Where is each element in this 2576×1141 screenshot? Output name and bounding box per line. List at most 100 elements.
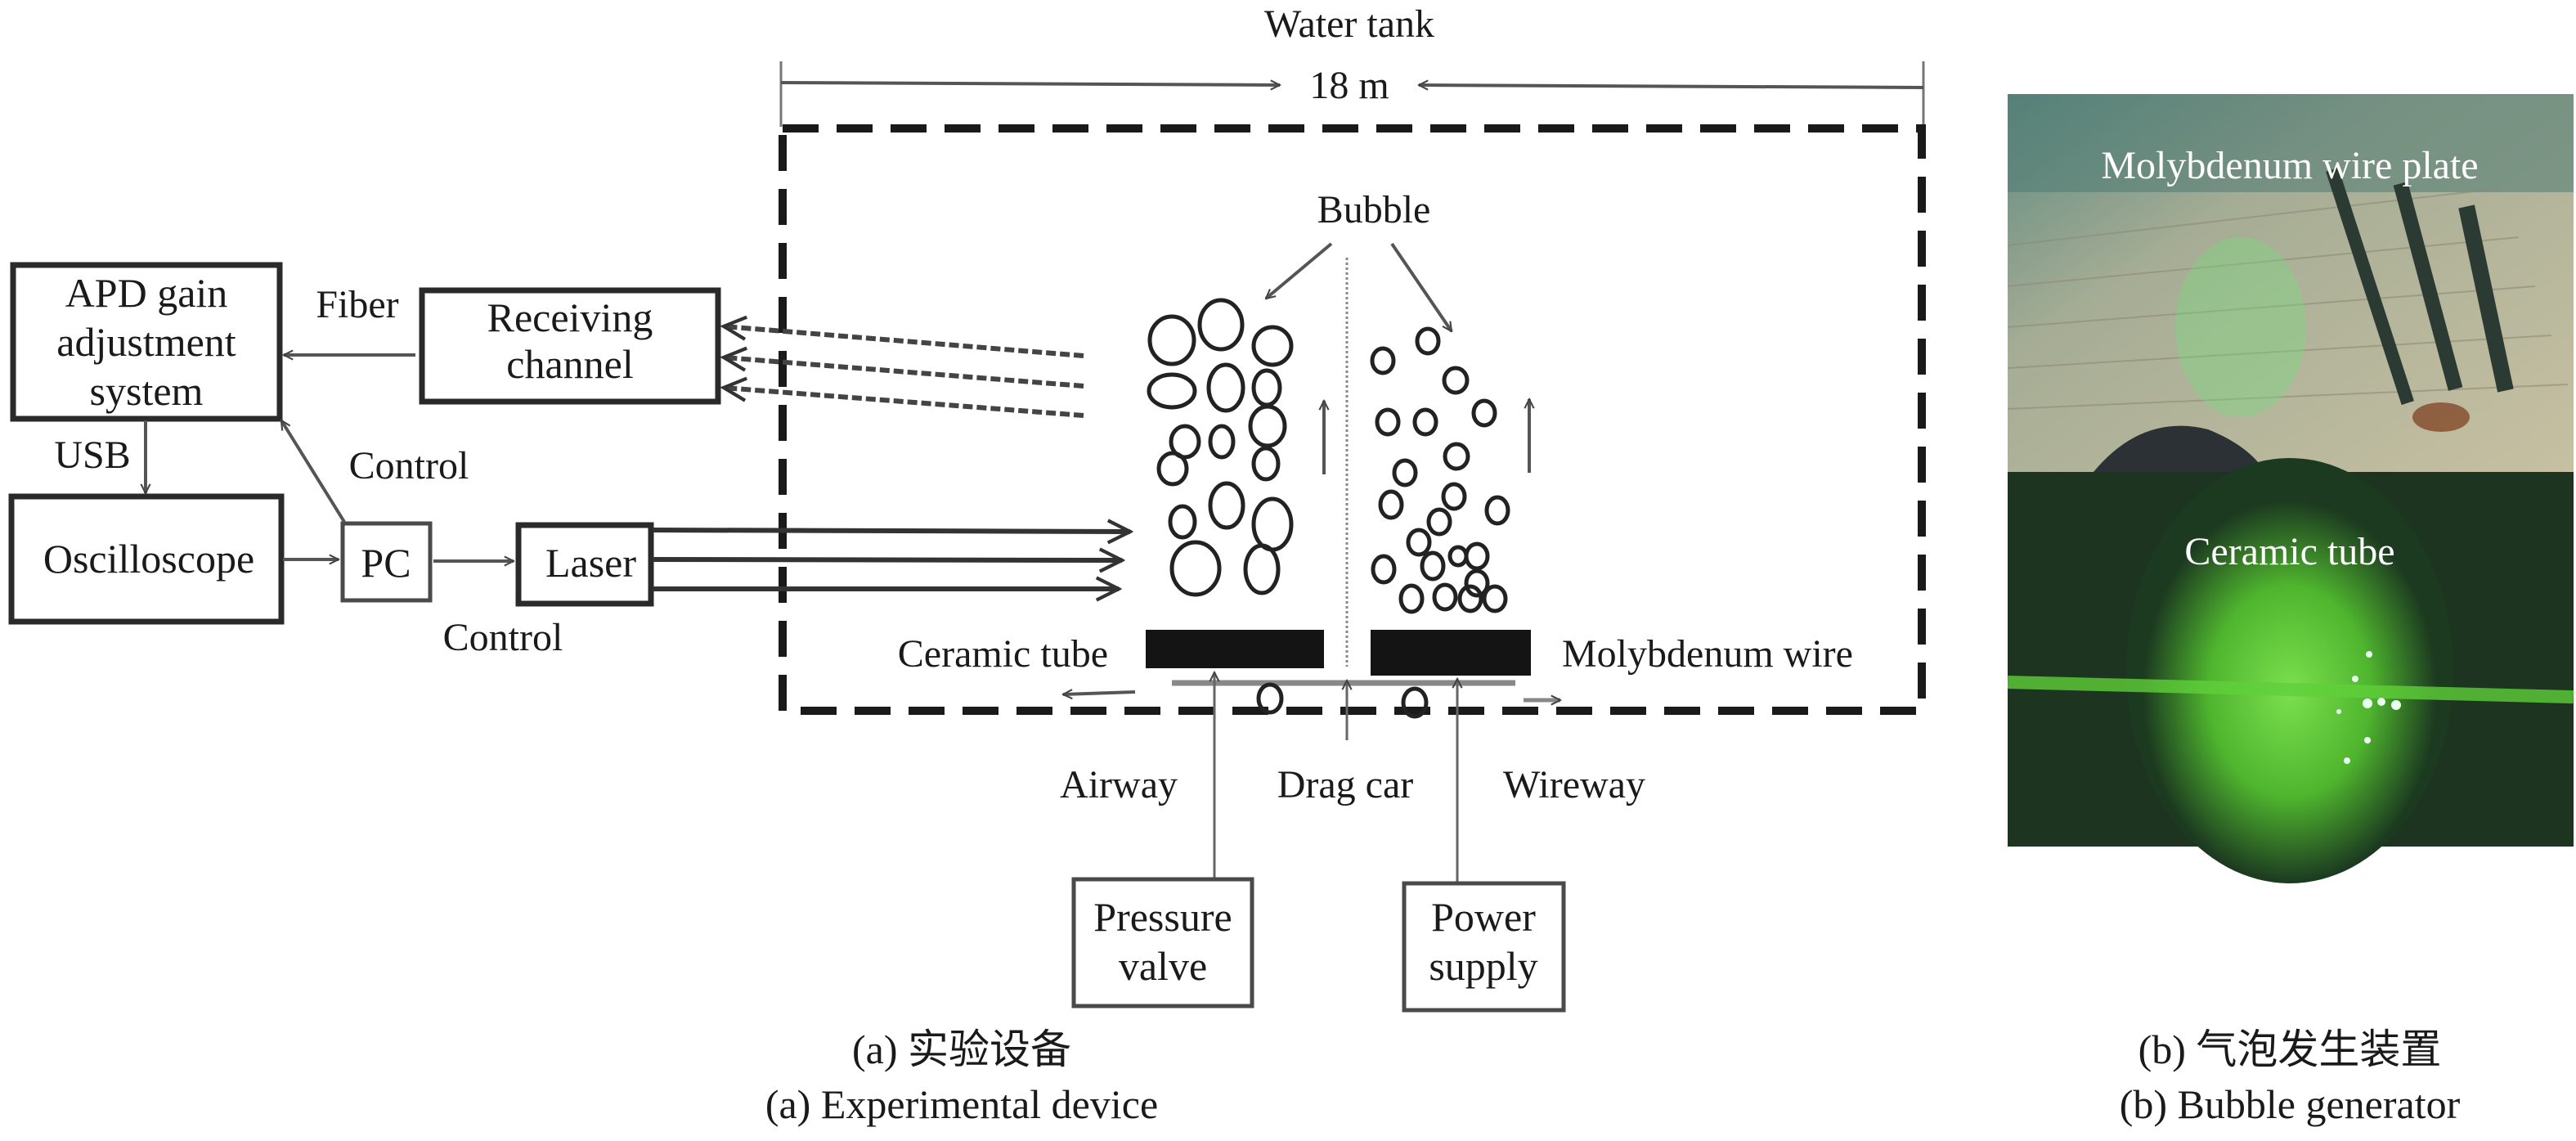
bubble <box>1412 407 1438 437</box>
bubble <box>1208 424 1236 460</box>
bubble <box>1464 568 1490 598</box>
bubble <box>1251 496 1294 552</box>
panel-b-caption-en: (b) Bubble generator <box>2120 1081 2461 1127</box>
receiving-label-line-2: channel <box>506 341 633 387</box>
ceramic-tube-bubbles <box>1147 298 1294 597</box>
usb-label: USB <box>54 433 130 477</box>
bubble <box>1420 550 1446 582</box>
bubble <box>1147 372 1197 410</box>
laser-label: Laser <box>545 540 636 586</box>
bubble <box>1371 554 1397 585</box>
bubble <box>1378 489 1404 520</box>
ceramic-tube-block <box>1146 630 1324 668</box>
bubble <box>1415 326 1441 356</box>
molybdenum-wire-label: Molybdenum wire <box>1562 632 1853 676</box>
bubble <box>1248 404 1287 448</box>
bubble <box>1392 458 1418 487</box>
bubble <box>1464 541 1490 571</box>
pc-block: PC <box>340 521 433 603</box>
bubble <box>1208 481 1245 530</box>
molybdenum-wire-block <box>1371 630 1531 676</box>
dimension-arrow-right <box>1419 85 1924 88</box>
return-beam-3 <box>724 388 1084 418</box>
bubble <box>1441 482 1467 511</box>
power-supply-block: Power supply <box>1402 881 1566 1013</box>
bubble <box>1156 451 1189 487</box>
panel-a-experimental-device: Water tank 18 m APD gain adjustment syst… <box>8 2 1926 1127</box>
ceramic-tube-label: Ceramic tube <box>898 632 1108 676</box>
wireway-label: Wireway <box>1503 763 1645 806</box>
return-beam-2 <box>724 357 1084 389</box>
panel-b-bubble-generator: Molybdenum wire plate Ceramic tube (b) 气… <box>2007 94 2574 1127</box>
panel-a-caption-cn: (a) 实验设备 <box>852 1026 1071 1072</box>
drag-car-wheel-left <box>1256 682 1284 715</box>
fiber-label: Fiber <box>316 283 398 326</box>
photo-ceramic-tube: Ceramic tube <box>2007 458 2574 883</box>
laser-beam-1 <box>652 530 1130 532</box>
airway-direction-arrow <box>1063 692 1136 694</box>
bubble <box>1406 528 1432 557</box>
bubble <box>1197 298 1245 352</box>
apd-label-line-1: APD gain <box>65 270 228 316</box>
power-supply-line-2: supply <box>1429 943 1537 989</box>
pressure-valve-line-2: valve <box>1119 943 1207 989</box>
pressure-valve-block: Pressure valve <box>1071 877 1254 1008</box>
drag-car-wheel-right <box>1401 686 1429 719</box>
scattered-return-beams <box>724 326 1084 418</box>
bubble <box>1370 346 1396 375</box>
bubble <box>1206 362 1245 413</box>
drag-car-label: Drag car <box>1277 763 1414 806</box>
bubble <box>1426 507 1452 537</box>
molybdenum-wire-bubbles <box>1370 326 1510 614</box>
pc-to-apd-control-arrow <box>280 420 346 523</box>
apd-label-line-2: adjustment <box>56 319 236 365</box>
bubble <box>1243 543 1281 595</box>
control-label-upper: Control <box>349 444 469 487</box>
apd-gain-adjustment-system-block: APD gain adjustment system <box>10 262 283 422</box>
bubble <box>1443 442 1470 471</box>
water-tank-label: Water tank <box>1264 2 1434 46</box>
bubble <box>1482 584 1508 613</box>
tank-length-label: 18 m <box>1309 64 1389 107</box>
bubble <box>1457 584 1483 613</box>
bubble-pointer-left <box>1266 242 1333 300</box>
bubble-pointer-right <box>1390 242 1453 331</box>
bubble <box>1398 583 1425 614</box>
photo-molybdenum-wire-plate: Molybdenum wire plate <box>2007 94 2574 472</box>
pressure-valve-line-1: Pressure <box>1093 894 1232 940</box>
bubble-label: Bubble <box>1317 188 1431 231</box>
bubble <box>1169 540 1222 597</box>
bubble <box>1251 446 1281 482</box>
photo-label-molybdenum-wire-plate: Molybdenum wire plate <box>2101 144 2478 187</box>
dimension-arrow-left <box>780 83 1280 85</box>
receiving-channel-block: Receiving channel <box>419 287 721 405</box>
receiving-label-line-1: Receiving <box>487 294 653 340</box>
laser-block: Laser <box>515 522 654 607</box>
laser-beams <box>652 530 1130 589</box>
airway-label: Airway <box>1060 763 1178 806</box>
laser-beam-2 <box>652 559 1122 560</box>
power-supply-line-1: Power <box>1431 894 1536 940</box>
bubble <box>1251 325 1294 367</box>
bubble <box>1432 582 1458 612</box>
bubble <box>1471 398 1497 428</box>
bubble <box>1251 368 1282 407</box>
apd-label-line-3: system <box>90 368 204 414</box>
bubble <box>1484 495 1510 526</box>
oscilloscope-block: Oscilloscope <box>8 493 285 625</box>
oscilloscope-label: Oscilloscope <box>43 536 254 582</box>
bubble <box>1447 545 1469 568</box>
bubble <box>1375 407 1401 437</box>
bubble <box>1442 366 1470 395</box>
panel-b-caption-cn: (b) 气泡发生装置 <box>2138 1026 2442 1072</box>
pc-label: PC <box>361 540 411 586</box>
panel-a-caption-en: (a) Experimental device <box>765 1081 1158 1127</box>
bubble <box>1168 504 1197 540</box>
bubble <box>1169 424 1201 460</box>
photo-label-ceramic-tube: Ceramic tube <box>2184 530 2394 573</box>
control-label-lower: Control <box>443 616 563 659</box>
return-beam-1 <box>724 326 1084 358</box>
water-tank-boundary <box>779 124 1926 715</box>
bubble <box>1147 314 1196 366</box>
